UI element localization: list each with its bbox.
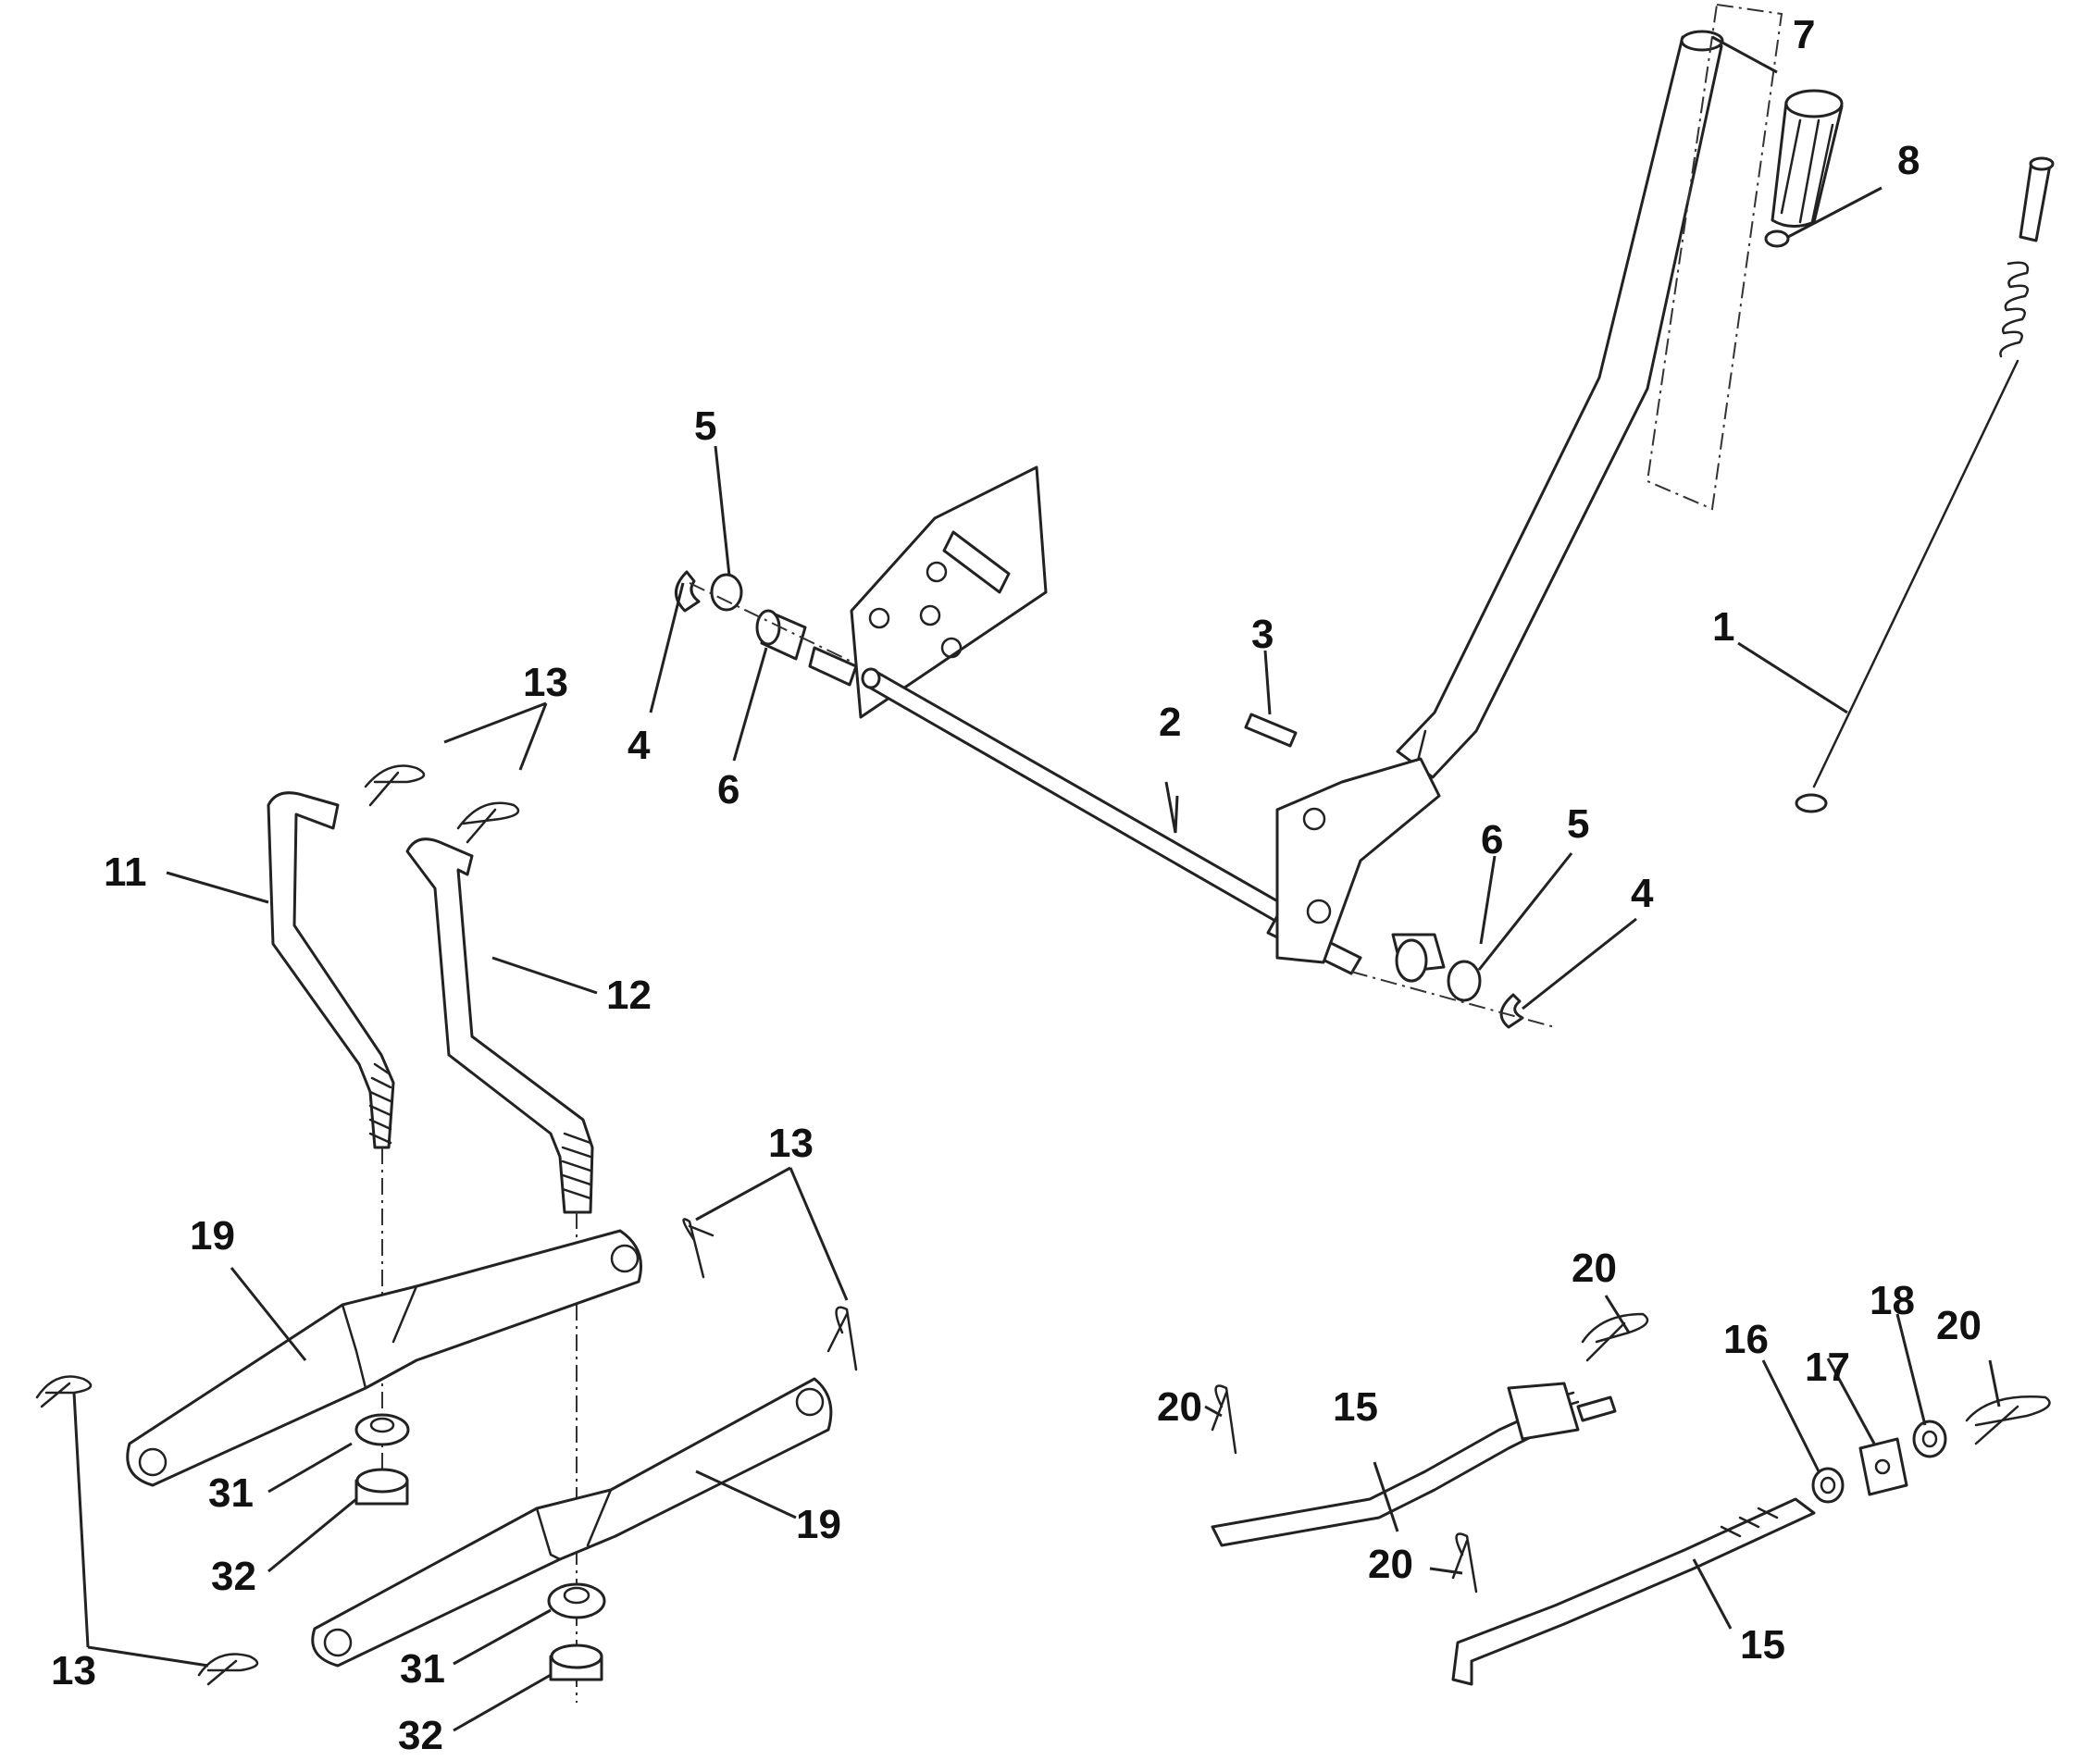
callout-20: 20 bbox=[1157, 1384, 1202, 1430]
grip-cap bbox=[1764, 229, 1790, 248]
bushing-right bbox=[1391, 933, 1446, 983]
mounting-plate bbox=[850, 465, 1048, 719]
rod-15-lower bbox=[1451, 1497, 1816, 1686]
hairpin-clip bbox=[826, 1306, 858, 1371]
handle-bracket bbox=[1275, 757, 1441, 964]
callout-15: 15 bbox=[1333, 1384, 1378, 1430]
callout-17: 17 bbox=[1805, 1345, 1850, 1390]
callout-20: 20 bbox=[1936, 1303, 1982, 1348]
hairpin-clip bbox=[1581, 1312, 1649, 1362]
callout-32: 32 bbox=[398, 1713, 443, 1758]
handle-grip bbox=[1771, 89, 1844, 228]
callout-15: 15 bbox=[1740, 1622, 1785, 1668]
callout-6: 6 bbox=[717, 767, 739, 812]
callout-4: 4 bbox=[1631, 871, 1654, 916]
hairpin-clip bbox=[1211, 1384, 1237, 1455]
callout-31: 31 bbox=[400, 1646, 445, 1692]
callout-20: 20 bbox=[1572, 1246, 1617, 1291]
e-clip-left bbox=[675, 570, 701, 613]
callout-7: 7 bbox=[1793, 12, 1815, 57]
spacer-lower bbox=[547, 1582, 606, 1619]
jam-nut bbox=[1811, 1467, 1845, 1504]
callout-19: 19 bbox=[796, 1502, 841, 1547]
hairpin-clip bbox=[456, 801, 520, 844]
callout-4: 4 bbox=[628, 723, 651, 768]
hairpin-clip bbox=[1451, 1532, 1478, 1594]
lift-arm-upper bbox=[126, 1229, 642, 1487]
adjuster-block-upper bbox=[1507, 1382, 1617, 1441]
leader-lines bbox=[72, 35, 2001, 1732]
hairpin-clip bbox=[35, 1375, 93, 1408]
hairpin-clip bbox=[1965, 1395, 2051, 1445]
callout-5: 5 bbox=[694, 403, 716, 449]
shaft-stub bbox=[808, 646, 858, 687]
callout-6: 6 bbox=[1481, 817, 1503, 862]
hairpin-clip bbox=[682, 1218, 714, 1279]
callout-31: 31 bbox=[208, 1470, 254, 1516]
nut-upper bbox=[354, 1468, 409, 1506]
callout-5: 5 bbox=[1567, 801, 1589, 847]
roll-pin bbox=[1244, 713, 1298, 748]
hairpin-clip bbox=[364, 764, 426, 807]
callout-16: 16 bbox=[1723, 1317, 1769, 1362]
spacer-upper bbox=[354, 1413, 410, 1446]
e-clip-right bbox=[1499, 993, 1524, 1029]
callout-11: 11 bbox=[104, 849, 147, 895]
lift-link-12 bbox=[405, 837, 594, 1214]
callout-13: 13 bbox=[768, 1121, 814, 1166]
callout-2: 2 bbox=[1159, 700, 1181, 745]
callout-13: 13 bbox=[523, 660, 568, 705]
callout-8: 8 bbox=[1897, 138, 1920, 183]
phantom-outline bbox=[1646, 3, 1783, 511]
swivel-block bbox=[1858, 1437, 1908, 1496]
lock-nut bbox=[1912, 1420, 1947, 1458]
washer-right bbox=[1447, 960, 1482, 1002]
lift-link-11 bbox=[267, 791, 395, 1149]
callout-19: 19 bbox=[190, 1213, 235, 1259]
spring-rod bbox=[1795, 156, 2055, 813]
callout-20: 20 bbox=[1368, 1542, 1413, 1587]
axis-line-right bbox=[1350, 971, 1556, 1028]
callout-3: 3 bbox=[1251, 612, 1274, 657]
callout-12: 12 bbox=[606, 973, 652, 1018]
nut-lower bbox=[549, 1643, 603, 1681]
lift-arm-lower bbox=[311, 1377, 833, 1668]
callout-1: 1 bbox=[1712, 604, 1734, 650]
washer-left bbox=[710, 573, 743, 612]
callout-32: 32 bbox=[211, 1554, 256, 1599]
callout-18: 18 bbox=[1870, 1278, 1915, 1323]
callout-13: 13 bbox=[51, 1648, 96, 1693]
lift-handle bbox=[1396, 30, 1724, 779]
hairpin-clip bbox=[197, 1653, 259, 1686]
